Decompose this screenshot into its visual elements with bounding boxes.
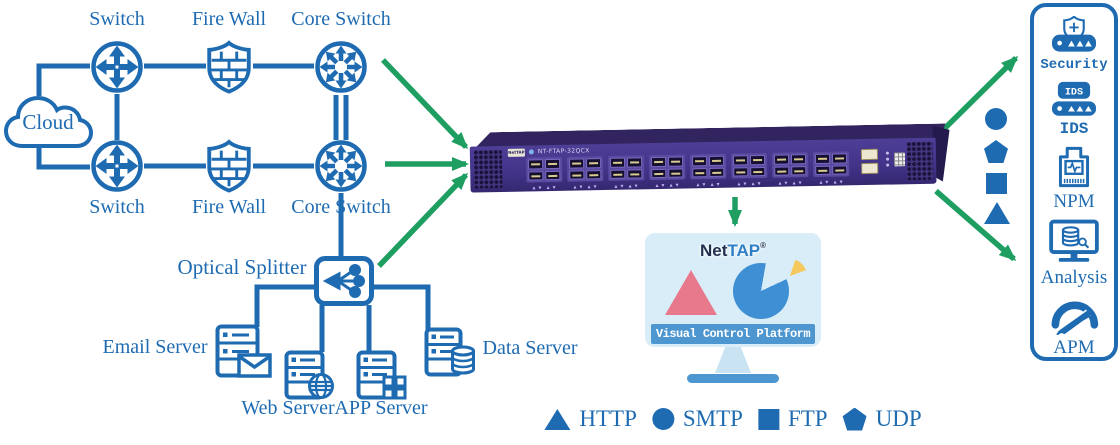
core-switch-icon-bottom — [315, 140, 367, 192]
monitor-screen: NetTAP® Visual Control Platform — [645, 233, 821, 347]
analysis-label: Analysis — [1040, 267, 1108, 289]
firewall-bottom-label: Fire Wall — [191, 196, 267, 218]
monitoring-tools-panel: Security IDS IDS NPM — [1030, 3, 1118, 361]
core-switch-bottom-label: Core Switch — [291, 196, 391, 218]
flow-shape-triangle — [984, 202, 1010, 224]
monitor-stand — [715, 347, 751, 373]
circle-icon — [651, 408, 674, 430]
app-server-icon — [356, 350, 407, 400]
web-server-icon — [284, 350, 334, 400]
network-tap-device: NetTAP NT-FTAP-32QCX — [469, 119, 950, 196]
management-ports — [860, 148, 879, 175]
core-switch-top-label: Core Switch — [291, 8, 391, 30]
npm-icon — [1058, 147, 1090, 188]
security-icon — [1051, 16, 1097, 52]
legend-udp-label: UDP — [875, 406, 922, 431]
device-brand-logo: NetTAP — [507, 148, 525, 157]
analysis-icon — [1049, 219, 1099, 263]
firewall-icon-bottom — [207, 139, 251, 193]
data-server-label: Data Server — [482, 337, 578, 359]
npm-label: NPM — [1053, 191, 1095, 213]
legend-item-http: HTTP — [544, 406, 637, 432]
nettap-logo-net: Net — [699, 241, 728, 260]
square-icon — [757, 408, 779, 430]
app-server-label: APP Server — [334, 397, 428, 419]
legend-http-label: HTTP — [579, 406, 637, 431]
flow-shape-square — [986, 173, 1007, 194]
protocol-legend: HTTP SMTP FTP UDP — [544, 406, 922, 432]
optical-splitter-label: Optical Splitter — [177, 255, 307, 279]
legend-item-smtp: SMTP — [651, 406, 743, 432]
ids-label: IDS — [1059, 120, 1089, 139]
device-vent-left — [473, 149, 503, 189]
firewall-top-label: Fire Wall — [191, 8, 267, 30]
email-server-label: Email Server — [102, 336, 208, 358]
nettap-logo: NetTAP® — [645, 241, 821, 261]
switch-icon-top — [91, 41, 143, 93]
switch-bottom-label: Switch — [89, 196, 145, 218]
monitor-base — [687, 374, 779, 383]
flow-shape-circle — [985, 108, 1007, 130]
legend-item-ftp: FTP — [757, 406, 828, 432]
email-server-icon — [215, 324, 272, 378]
web-server-label: Web Server — [241, 397, 335, 419]
dip-switch — [893, 152, 906, 167]
switch-top-label: Switch — [89, 8, 145, 30]
device-front-face: NetTAP NT-FTAP-32QCX — [469, 137, 937, 193]
triangle-icon — [544, 408, 571, 430]
device-vent-right — [906, 141, 934, 181]
cloud-icon — [3, 95, 94, 148]
status-leds — [885, 151, 890, 167]
data-server-icon — [424, 327, 475, 377]
core-switch-icon-top — [315, 41, 367, 93]
screen-pie-slice-graphic — [773, 259, 807, 293]
legend-item-udp: UDP — [842, 406, 922, 432]
security-label: Security — [1040, 56, 1108, 73]
legend-smtp-label: SMTP — [682, 406, 743, 431]
device-model-text: NT-FTAP-32QCX — [537, 147, 590, 156]
screen-triangle-graphic — [665, 270, 717, 315]
qsfp-port-groups — [525, 151, 850, 183]
cloud-label: Cloud — [22, 110, 74, 134]
pentagon-icon — [842, 407, 867, 431]
visual-control-platform-monitor: NetTAP® Visual Control Platform — [645, 233, 821, 383]
ids-icon: IDS — [1051, 81, 1097, 116]
apm-icon — [1051, 301, 1099, 335]
flow-shape-pentagon — [984, 140, 1008, 163]
firewall-icon-top — [207, 40, 251, 94]
port-indicator-triangles — [527, 180, 850, 191]
legend-ftp-label: FTP — [787, 406, 828, 431]
switch-icon-bottom — [91, 140, 143, 192]
device-power-led — [528, 149, 534, 155]
registered-mark: ® — [760, 241, 767, 250]
ids-icon-text: IDS — [1065, 88, 1083, 99]
optical-splitter-icon — [314, 256, 374, 306]
apm-label: APM — [1053, 337, 1095, 358]
platform-banner: Visual Control Platform — [651, 324, 815, 344]
nettap-logo-tap: TAP — [727, 241, 761, 260]
